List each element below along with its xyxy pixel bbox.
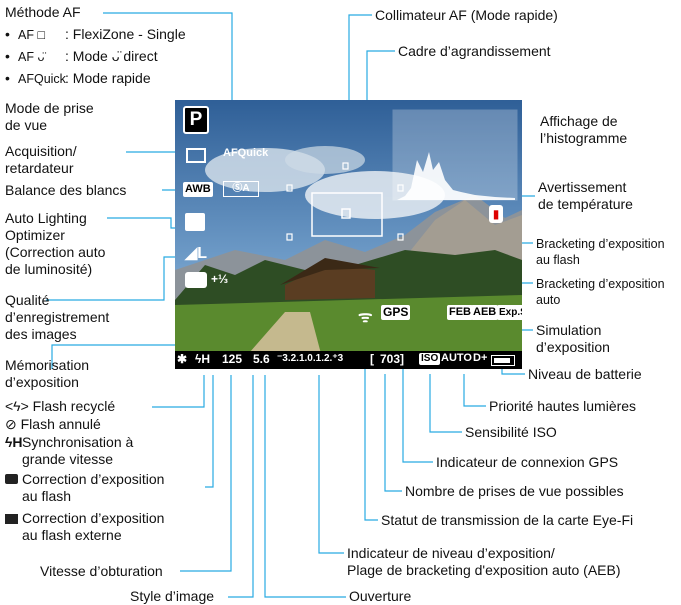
- af-quick-icon: AFQuick: [223, 147, 269, 159]
- hs-sync-icon: ϟH: [5, 434, 23, 450]
- label-exposure-level: Indicateur de niveau d’exposition/Plage …: [347, 545, 621, 578]
- mode-p-icon: P: [183, 106, 209, 134]
- lcd-screen: P AFQuick AWB ⓈA ◢L +⅓ ▮ ᯤ GPS FEB AEB E…: [175, 100, 522, 369]
- temperature-icon: ▮: [489, 205, 503, 223]
- battery-icon: [491, 355, 515, 366]
- leader-aperture: [264, 375, 346, 598]
- leader-style: [228, 375, 254, 598]
- awb-icon: AWB: [183, 182, 213, 197]
- label-aperture: Ouverture: [349, 588, 412, 604]
- leader-eyefi: [364, 330, 378, 521]
- label-gps: Indicateur de connexion GPS: [436, 454, 619, 470]
- drive-single-icon: [186, 148, 206, 163]
- label-flash-recycle: <ϟ> Flash recyclé: [5, 398, 116, 414]
- leader-alo: [107, 217, 183, 229]
- fec-value: +⅓: [211, 272, 229, 286]
- label-af-method: Méthode AF: [5, 4, 81, 20]
- label-drive: Acquisition/retardateur: [5, 143, 77, 176]
- leader-highlight: [463, 374, 486, 407]
- label-battery: Niveau de batterie: [528, 366, 642, 382]
- gps-badge: GPS: [381, 305, 411, 320]
- expsim-badge: Exp.SIM: [497, 305, 522, 320]
- leader-fec: [205, 375, 214, 488]
- alo-icon: [185, 213, 205, 231]
- leader-shutter: [180, 375, 232, 572]
- label-iso: Sensibilité ISO: [465, 424, 557, 440]
- eyefi-icon: ᯤ: [358, 309, 373, 326]
- scene-image: [175, 100, 522, 369]
- ext-flash-icon: [5, 514, 18, 524]
- exposure-scale: ⁻3.2.1.0.1.2.⁺3: [277, 353, 344, 364]
- leader-af-method: [103, 12, 233, 135]
- label-picture-style: Style d’image: [130, 588, 215, 604]
- aeb-badge: AEB: [471, 305, 499, 320]
- shutter-value: 125: [222, 352, 243, 366]
- label-shots: Nombre de prises de vue possibles: [405, 483, 624, 499]
- fec-icon: [185, 272, 207, 288]
- leader-quality: [46, 256, 183, 301]
- picture-style-icon: ⓈA: [223, 181, 259, 197]
- feb-badge: FEB: [447, 305, 473, 320]
- fec-small-icon: [5, 474, 18, 484]
- iso-value: AUTO: [441, 352, 472, 364]
- highlight-priority-icon: D+: [473, 352, 488, 364]
- label-flash-off: ⊘ Flash annulé: [5, 416, 101, 432]
- shots-bracket: [: [370, 352, 374, 366]
- ael-icon: ✱: [177, 352, 188, 366]
- leader-shots: [384, 374, 402, 492]
- leader-exposure: [318, 375, 344, 554]
- label-af-point: Collimateur AF (Mode rapide): [375, 7, 558, 23]
- flash-icon: ϟH: [195, 352, 211, 366]
- quality-icon: ◢L: [185, 245, 208, 262]
- label-shutter: Vitesse d’obturation: [40, 563, 163, 579]
- aperture-value: 5.6: [253, 352, 270, 366]
- leader-flash: [152, 375, 205, 408]
- label-white-balance: Balance des blancs: [5, 182, 127, 198]
- label-eyefi: Statut de transmission de la carte Eye-F…: [381, 512, 634, 528]
- leader-iso: [429, 374, 462, 433]
- label-magnify-frame: Cadre d’agrandissement: [398, 43, 551, 59]
- iso-badge: ISO: [419, 353, 441, 365]
- shots-remaining: 703]: [380, 352, 405, 366]
- label-highlight: Priorité hautes lumières: [489, 398, 637, 414]
